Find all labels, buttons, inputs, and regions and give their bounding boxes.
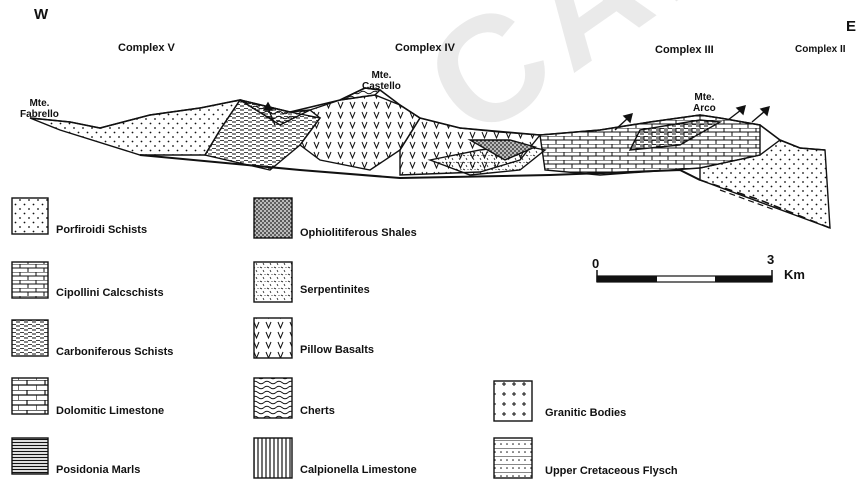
legend-swatch-carboniferous	[12, 320, 48, 356]
legend-swatch-porfiroidi	[12, 198, 48, 234]
legend-label: Upper Cretaceous Flysch	[545, 465, 678, 477]
east-label: E	[846, 18, 856, 35]
legend-swatches	[12, 198, 532, 478]
legend-swatch-flysch	[494, 438, 532, 478]
legend-label: Calpionella Limestone	[300, 464, 417, 476]
scale-start-label: 0	[592, 256, 599, 271]
legend-label: Serpentinites	[300, 284, 370, 296]
legend-swatch-serpentinites	[254, 262, 292, 302]
west-label: W	[34, 6, 48, 23]
peak-label-arco: Mte.Arco	[693, 92, 716, 114]
scale-bar	[597, 270, 772, 282]
legend-label: Porfiroidi Schists	[56, 224, 147, 236]
legend-label: Granitic Bodies	[545, 407, 626, 419]
complex-label: Complex IV	[395, 42, 455, 54]
legend-label: Pillow Basalts	[300, 344, 374, 356]
complex-label: Complex III	[655, 44, 714, 56]
scale-unit-label: Km	[784, 267, 805, 282]
peak-label-fabrello: Mte.Fabrello	[20, 98, 59, 120]
legend-swatch-cherts	[254, 378, 292, 418]
legend-label: Posidonia Marls	[56, 464, 140, 476]
legend-swatch-posidonia	[12, 438, 48, 474]
complex-label: Complex II	[795, 44, 846, 55]
legend-label: Cipollini Calcschists	[56, 287, 164, 299]
legend-swatch-granitic	[494, 381, 532, 421]
legend-label: Ophiolitiferous Shales	[300, 227, 417, 239]
legend-swatch-pillow	[254, 318, 292, 358]
complex-label: Complex V	[118, 42, 175, 54]
legend-label: Carboniferous Schists	[56, 346, 173, 358]
legend-swatch-cipollini	[12, 262, 48, 298]
scale-end-label: 3	[767, 252, 774, 267]
legend-swatch-calpionella	[254, 438, 292, 478]
legend-swatch-dolomitic	[12, 378, 48, 414]
legend-label: Dolomitic Limestone	[56, 405, 164, 417]
peak-label-castello: Mte.Castello	[362, 70, 401, 92]
legend-swatch-ophiolitiferous	[254, 198, 292, 238]
legend-label: Cherts	[300, 405, 335, 417]
